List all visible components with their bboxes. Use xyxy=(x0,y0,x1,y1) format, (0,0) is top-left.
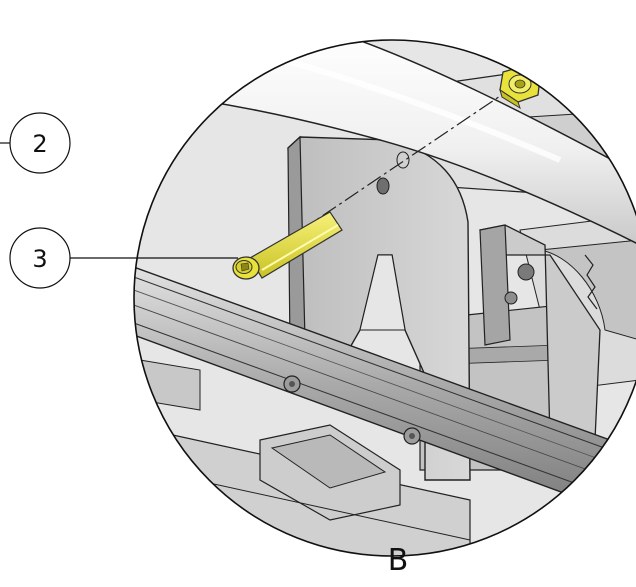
callout-3: 3 xyxy=(9,227,238,289)
side-bracket xyxy=(479,224,601,456)
detail-view-contents xyxy=(134,40,636,556)
view-label: B xyxy=(388,543,409,578)
callout-number-2: 2 xyxy=(32,130,47,158)
callout-bubble-3 xyxy=(9,227,71,289)
callout-bubble-2 xyxy=(9,112,71,174)
callout-2: 2 xyxy=(0,112,71,174)
bolt-part-3 xyxy=(232,211,343,280)
callout-number-3: 3 xyxy=(32,245,47,273)
detail-circle-border xyxy=(133,39,636,557)
